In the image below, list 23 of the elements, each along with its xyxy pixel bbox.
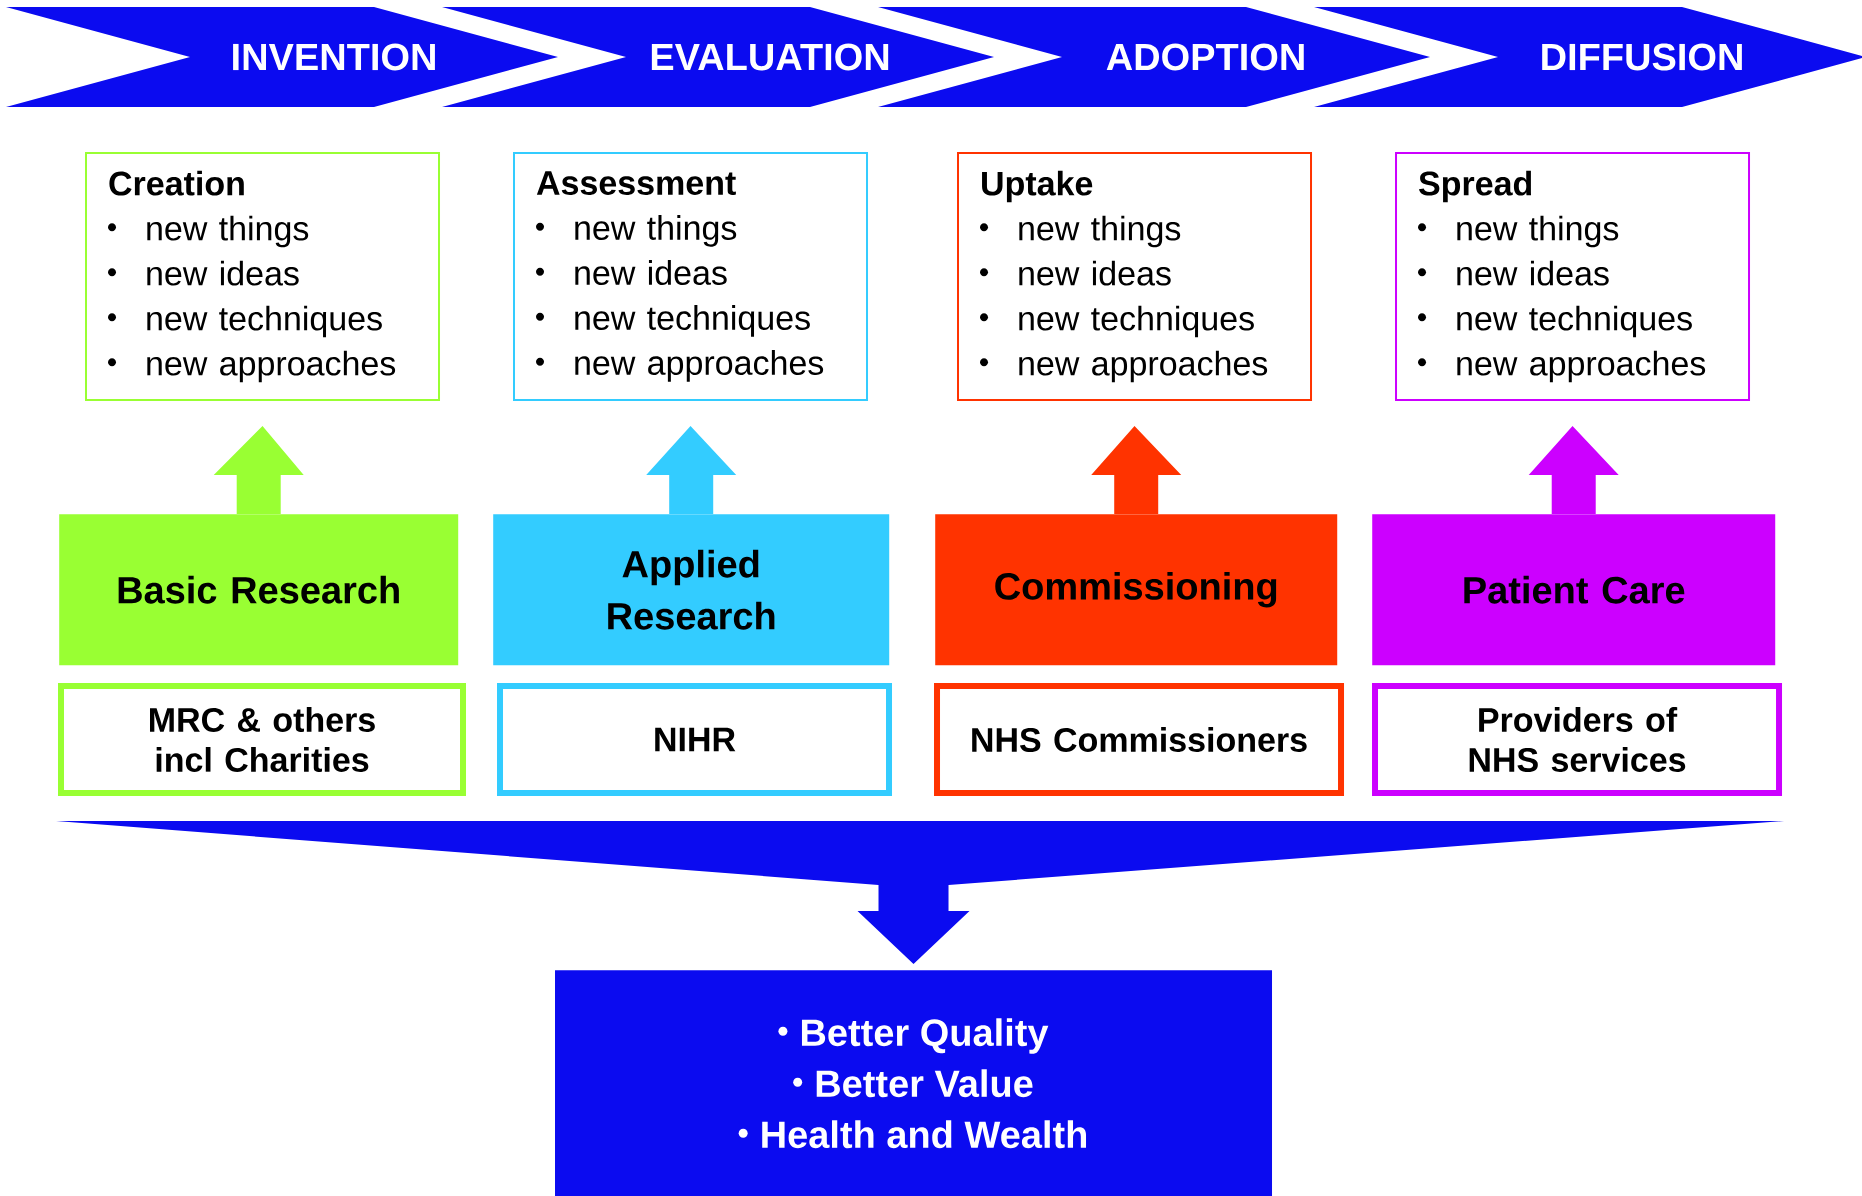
node-label: INVENTION (233, 43, 435, 71)
block-arrow (646, 426, 737, 514)
chevron-banner: INVENTION (6, 7, 558, 107)
text-box: Spread new things new ideas new techniques new approaches (1395, 152, 1751, 401)
category-box: Basic Research (59, 514, 459, 666)
node-label: ADOPTION (1106, 43, 1304, 71)
text-box: Assessment new things new ideas new techniques new approaches (513, 152, 868, 401)
outcome-box: Better Quality Better Value Health and Wealth (555, 970, 1272, 1196)
chevron-banner: EVALUATION (442, 7, 994, 107)
category-box: Patient Care (1372, 514, 1776, 666)
text-box: Creation new things new ideas new techniques new approaches (85, 152, 440, 401)
block-arrow (1528, 426, 1619, 514)
text-box: Uptake new things new ideas new techniques new approaches (957, 152, 1312, 401)
node-label: DIFFUSION (1542, 43, 1742, 71)
organisation-box: MRC & others incl Charities (58, 683, 466, 796)
organisation-box: Providers of NHS services (1372, 683, 1782, 796)
block-arrow (1091, 426, 1182, 514)
chevron-banner: DIFFUSION (1314, 7, 1862, 107)
organisation-box: NHS Commissioners (934, 683, 1344, 796)
category-box: Commissioning (935, 514, 1338, 666)
organisation-box: NIHR (497, 683, 892, 796)
category-box: Applied Research (493, 514, 890, 666)
block-arrow (213, 426, 304, 514)
